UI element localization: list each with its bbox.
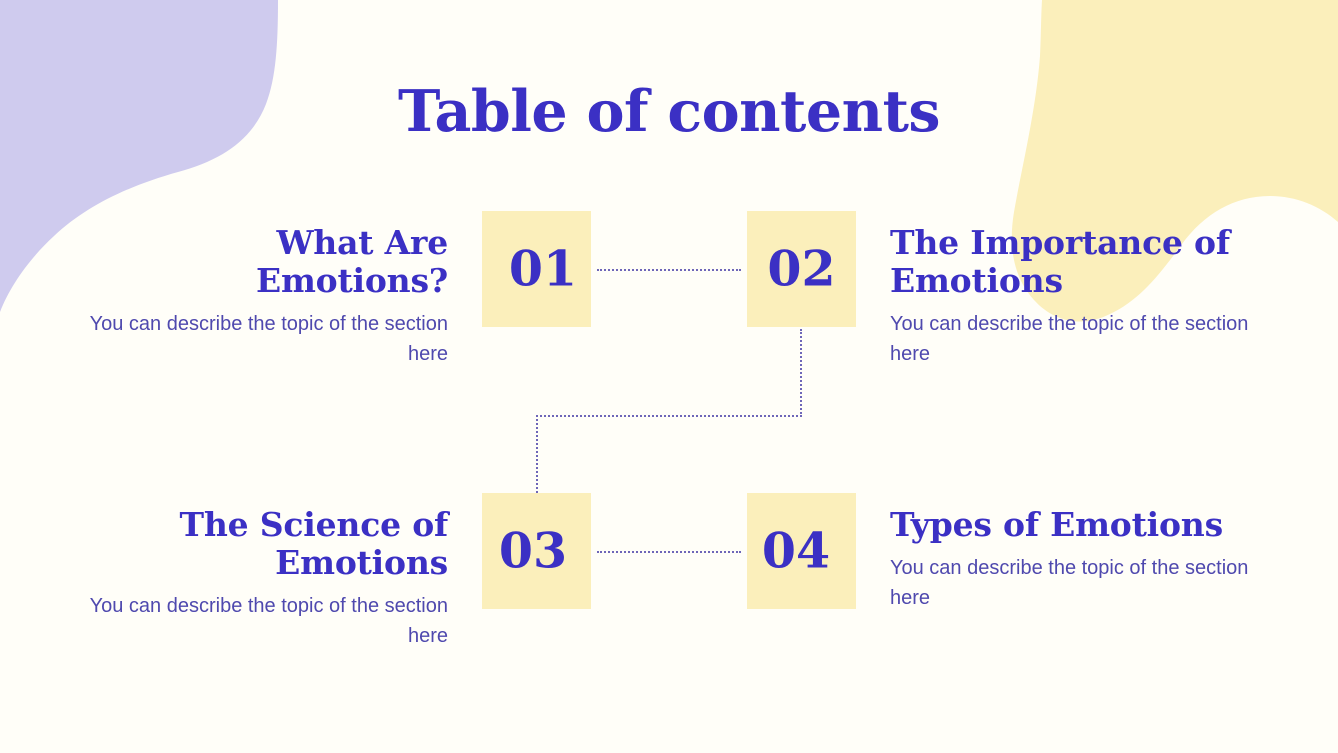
connector-02-to-03-segment-down [800,329,802,417]
section-number-label-01: 01 [508,239,578,298]
connector-02-to-03-segment-into-03 [536,415,538,493]
section-number-label-02: 02 [767,239,836,298]
connector-01-to-02 [597,269,741,271]
page-title: Table of contents [397,78,941,145]
section-block-02[interactable]: The Importance of Emotions You can descr… [890,224,1270,369]
section-heading-02: The Importance of Emotions [890,223,1230,300]
section-number-label-04: 04 [761,521,831,580]
section-description-04: You can describe the topic of the sectio… [890,556,1249,609]
section-heading-04: Types of Emotions [890,505,1223,544]
section-number-box-04[interactable]: 04 [747,493,856,609]
section-description-03: You can describe the topic of the sectio… [89,594,448,647]
section-block-04[interactable]: Types of Emotions You can describe the t… [890,506,1270,613]
section-number-box-03[interactable]: 03 [482,493,591,609]
section-description-02: You can describe the topic of the sectio… [890,312,1249,365]
section-heading-03: The Science of Emotions [179,505,449,582]
section-number-box-01[interactable]: 01 [482,211,591,327]
section-description-01: You can describe the topic of the sectio… [89,312,448,365]
section-block-03[interactable]: The Science of Emotions You can describe… [88,505,449,651]
section-heading-01: What Are Emotions? [256,223,448,300]
section-number-label-03: 03 [498,521,568,580]
section-block-01[interactable]: What Are Emotions? You can describe the … [88,223,449,369]
section-number-box-02[interactable]: 02 [747,211,856,327]
connector-02-to-03-segment-across [536,415,802,417]
connector-03-to-04 [597,551,741,553]
